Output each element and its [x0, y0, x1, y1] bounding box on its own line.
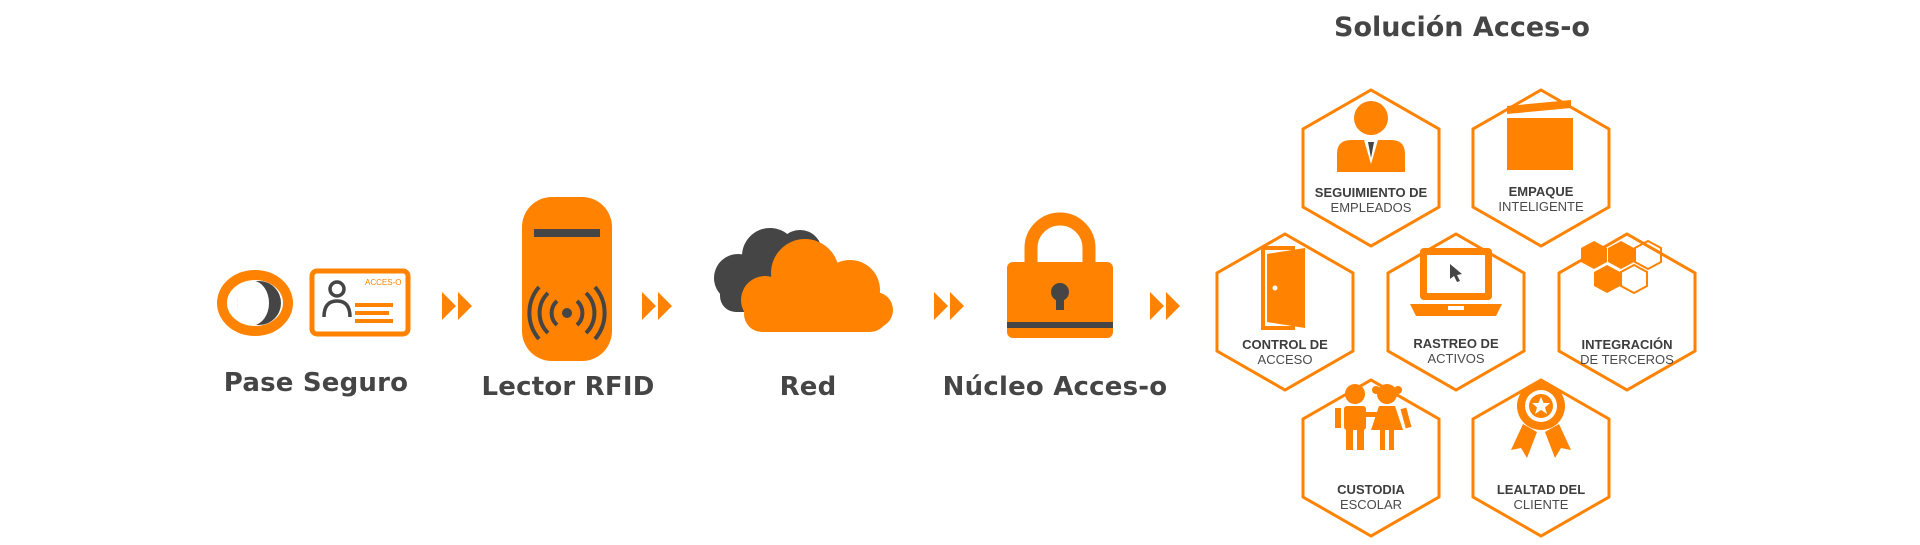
children-icon — [1335, 384, 1412, 450]
flow-label-red: Red — [779, 372, 837, 402]
double-chevron-icon — [934, 292, 964, 320]
laptop-icon — [1410, 248, 1502, 316]
rfid-reader-icon — [522, 197, 612, 361]
hex-employee-tracking: SEGUIMIENTO DE EMPLEADOS — [1301, 88, 1441, 248]
hex-line2: EMPLEADOS — [1331, 200, 1412, 215]
package-icon — [1507, 100, 1573, 170]
hex-line2: CLIENTE — [1514, 497, 1569, 512]
hex-line2: DE TERCEROS — [1580, 352, 1674, 367]
hex-line2: ACTIVOS — [1427, 351, 1484, 366]
solutions-hex-cluster: SEGUIMIENTO DE EMPLEADOS EMPAQUE INTELIG… — [1215, 88, 1697, 538]
hex-line1: LEALTAD DEL — [1497, 482, 1585, 497]
double-chevron-icon — [642, 292, 672, 320]
hexagons-icon — [1581, 239, 1662, 295]
hex-line1: CONTROL DE — [1242, 337, 1328, 352]
hex-third-party-integration: INTEGRACIÓN DE TERCEROS — [1557, 232, 1697, 392]
hex-customer-loyalty: LEALTAD DEL CLIENTE — [1471, 378, 1611, 538]
access-card-icon: ACCES-O — [217, 268, 411, 337]
card-brand-text: ACCES-O — [365, 278, 401, 287]
flow-label-lector-rfid: Lector RFID — [481, 372, 655, 402]
hex-access-control: CONTROL DE ACCESO — [1215, 232, 1355, 392]
hex-line2: ESCOLAR — [1340, 497, 1402, 512]
hex-line1: CUSTODIA — [1337, 482, 1405, 497]
flow-label-nucleo: Núcleo Acces-o — [942, 372, 1168, 402]
cloud-network-icon — [714, 228, 893, 332]
double-chevron-icon — [1150, 292, 1180, 320]
hex-line1: EMPAQUE — [1509, 184, 1574, 199]
hex-line2: ACCESO — [1258, 352, 1313, 367]
door-icon — [1261, 246, 1305, 330]
solution-title: Solución Acces-o — [1334, 12, 1590, 43]
padlock-icon — [1007, 212, 1113, 338]
award-badge-icon — [1511, 382, 1571, 458]
double-chevron-icon — [442, 292, 472, 320]
hex-line1: SEGUIMIENTO DE — [1315, 185, 1428, 200]
hex-line1: INTEGRACIÓN — [1582, 337, 1673, 352]
flow-label-pase-seguro: Pase Seguro — [223, 368, 409, 398]
hex-asset-tracking: RASTREO DE ACTIVOS — [1386, 232, 1526, 392]
employee-icon — [1337, 101, 1405, 172]
hex-smart-packaging: EMPAQUE INTELIGENTE — [1471, 88, 1611, 248]
hex-school-custody: CUSTODIA ESCOLAR — [1301, 378, 1441, 538]
hex-line2: INTELIGENTE — [1498, 199, 1584, 214]
hex-line1: RASTREO DE — [1413, 336, 1499, 351]
